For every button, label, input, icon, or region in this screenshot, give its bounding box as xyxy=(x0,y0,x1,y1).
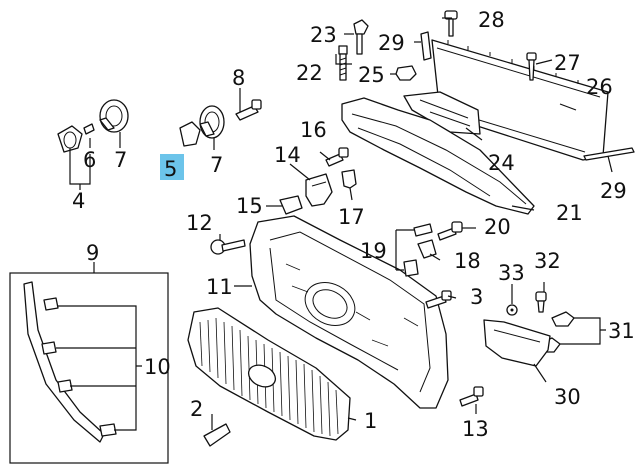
callout-11: 11 xyxy=(206,275,233,299)
part-14-bracket xyxy=(305,173,333,207)
part-30-bracket xyxy=(483,319,551,367)
callout-33: 33 xyxy=(498,261,525,285)
callout-5-highlight xyxy=(160,154,184,180)
part-4-housing xyxy=(57,125,83,153)
part-18-clip xyxy=(417,239,437,259)
callout-16: 16 xyxy=(300,118,327,142)
callout-18: 18 xyxy=(454,249,481,273)
part-6-screw xyxy=(83,123,95,135)
part-28-clip xyxy=(444,10,458,37)
callout-17: 17 xyxy=(338,205,365,229)
callout-7b: 7 xyxy=(210,153,223,177)
callout-30: 30 xyxy=(554,385,581,409)
callout-2: 2 xyxy=(190,397,203,421)
callout-6: 6 xyxy=(83,148,96,172)
part-20-screw xyxy=(437,221,463,241)
callout-32: 32 xyxy=(534,249,561,273)
part-25-nut xyxy=(395,65,417,81)
part-22-bolt xyxy=(338,45,348,81)
callout-3: 3 xyxy=(470,285,483,309)
callout-13: 13 xyxy=(462,417,489,441)
callout-28: 28 xyxy=(478,8,505,32)
part-5-cover xyxy=(179,121,201,147)
part-29-strip-top xyxy=(420,31,432,61)
callout-19: 19 xyxy=(360,239,387,263)
callout-27: 27 xyxy=(554,51,581,75)
part-33-washer xyxy=(506,304,518,316)
part-2-clip xyxy=(203,423,231,447)
part-21-shroud xyxy=(341,97,535,215)
part-32-screw xyxy=(535,291,547,313)
part-17-clip xyxy=(341,169,357,189)
leader-lines xyxy=(56,17,613,431)
callout-4: 4 xyxy=(72,189,85,213)
callout-7a: 7 xyxy=(114,148,127,172)
callout-29a: 29 xyxy=(378,31,405,55)
callout-25: 25 xyxy=(358,63,385,87)
part-19-clips xyxy=(403,223,433,277)
part-27-clip xyxy=(526,52,537,81)
callout-24: 24 xyxy=(488,151,515,175)
part-13-bolt xyxy=(459,386,484,407)
callout-20: 20 xyxy=(484,215,511,239)
callout-labels: 1 2 3 4 5 6 7 7 8 9 10 11 12 13 14 15 16… xyxy=(72,8,635,441)
part-7-lamp-left xyxy=(99,99,129,133)
part-23-screw xyxy=(353,19,369,55)
part-8-screw xyxy=(235,99,262,121)
callout-26: 26 xyxy=(586,75,613,99)
callout-23: 23 xyxy=(310,23,337,47)
inset-box xyxy=(9,272,169,464)
part-15-clip xyxy=(279,195,303,215)
callout-21: 21 xyxy=(556,201,583,225)
callout-1: 1 xyxy=(364,409,377,433)
part-12-bolt xyxy=(210,239,246,255)
part-24-bracket xyxy=(403,91,481,135)
callout-12: 12 xyxy=(186,211,213,235)
callout-29b: 29 xyxy=(600,179,627,203)
callout-10: 10 xyxy=(144,355,171,379)
part-1-grille xyxy=(187,307,351,441)
part-3-bolt xyxy=(425,290,452,309)
callout-31: 31 xyxy=(608,319,635,343)
part-7-lamp-right xyxy=(199,105,225,139)
callout-15: 15 xyxy=(236,194,263,218)
callout-9: 9 xyxy=(86,241,99,265)
part-16-screw xyxy=(325,147,349,167)
callout-22: 22 xyxy=(296,61,323,85)
callout-8: 8 xyxy=(232,66,245,90)
callout-14: 14 xyxy=(274,143,301,167)
part-29-strip-bottom xyxy=(583,147,635,161)
callout-5: 5 xyxy=(164,157,177,181)
part-11-grille-frame xyxy=(249,215,449,409)
